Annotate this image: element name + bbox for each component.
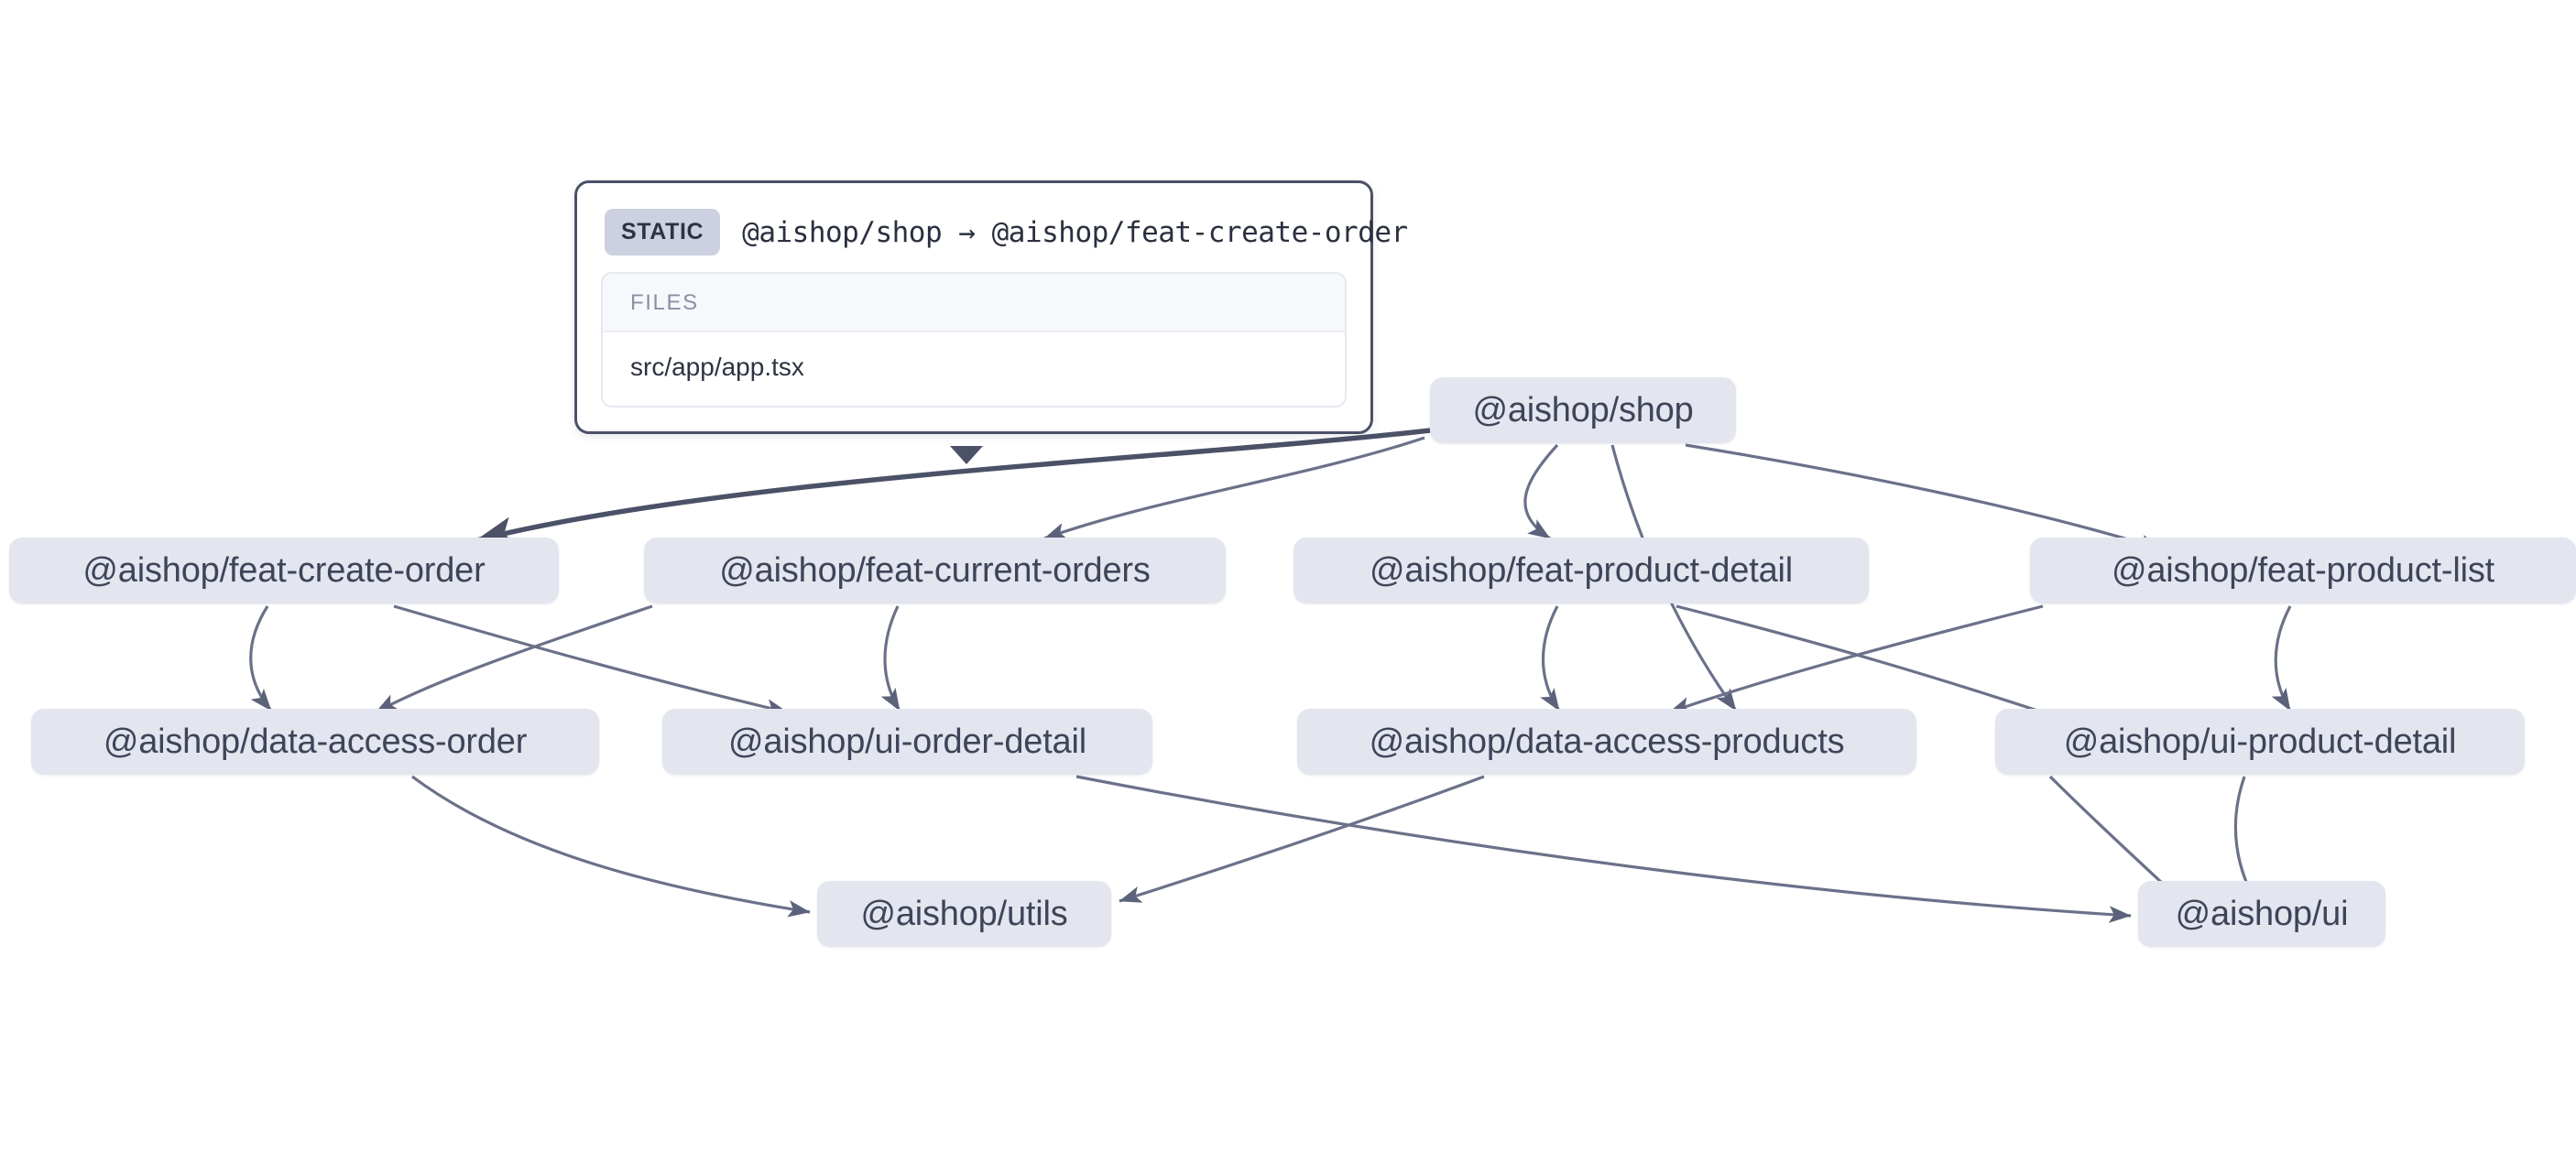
edge-detail-tooltip[interactable]: STATIC @aishop/shop → @aishop/feat-creat… xyxy=(574,180,1408,434)
graph-node-ui[interactable]: @aishop/ui xyxy=(2138,881,2385,947)
node-label: @aishop/feat-product-detail xyxy=(1370,550,1793,590)
graph-node-ui-product-detail[interactable]: @aishop/ui-product-detail xyxy=(1995,709,2525,775)
node-label: @aishop/shop xyxy=(1472,390,1694,429)
edge-feat-current-orders-to-data-access-order xyxy=(375,604,653,714)
edge-shop-to-feat-product-detail xyxy=(1523,443,1559,540)
edge-ui-order-detail-to-ui xyxy=(1075,775,2132,923)
node-label: @aishop/feat-create-order xyxy=(82,550,486,590)
graph-node-utils[interactable]: @aishop/utils xyxy=(817,881,1111,947)
node-label: @aishop/data-access-order xyxy=(103,722,528,761)
graph-node-data-access-products[interactable]: @aishop/data-access-products xyxy=(1297,709,1916,775)
edge-data-access-products-to-utils xyxy=(1119,775,1485,903)
edge-feat-product-list-to-data-access-products xyxy=(1668,604,2044,714)
node-label: @aishop/feat-product-list xyxy=(2112,550,2494,590)
edge-feat-create-order-to-ui-order-detail xyxy=(393,604,789,716)
node-label: @aishop/utils xyxy=(860,894,1068,933)
graph-node-feat-create-order[interactable]: @aishop/feat-create-order xyxy=(9,538,559,603)
edge-shop-to-feat-product-list xyxy=(1685,443,2163,551)
edge-feat-current-orders-to-ui-order-detail xyxy=(880,605,901,712)
edge-data-access-order-to-utils xyxy=(411,775,811,918)
files-panel: FILES src/app/app.tsx xyxy=(601,272,1347,408)
graph-node-feat-product-list[interactable]: @aishop/feat-product-list xyxy=(2030,538,2576,603)
edge-feat-product-detail-to-data-access-products xyxy=(1540,605,1561,712)
node-label: @aishop/ui xyxy=(2175,894,2349,933)
edge-feat-create-order-to-data-access-order xyxy=(249,605,273,712)
graph-node-feat-current-orders[interactable]: @aishop/feat-current-orders xyxy=(644,538,1226,603)
edge-feat-product-list-to-ui-product-detail xyxy=(2271,605,2292,712)
graph-node-feat-product-detail[interactable]: @aishop/feat-product-detail xyxy=(1293,538,1869,603)
graph-node-data-access-order[interactable]: @aishop/data-access-order xyxy=(31,709,599,775)
node-label: @aishop/ui-product-detail xyxy=(2063,722,2457,761)
node-label: @aishop/ui-order-detail xyxy=(728,722,1086,761)
tooltip-header: STATIC @aishop/shop → @aishop/feat-creat… xyxy=(601,203,1408,272)
edge-shop-to-feat-current-orders xyxy=(1043,436,1425,540)
tooltip-title: @aishop/shop → @aishop/feat-create-order xyxy=(742,215,1408,249)
graph-node-ui-order-detail[interactable]: @aishop/ui-order-detail xyxy=(662,709,1152,775)
node-label: @aishop/feat-current-orders xyxy=(719,550,1151,590)
static-badge: STATIC xyxy=(605,209,721,255)
file-list-item[interactable]: src/app/app.tsx xyxy=(630,353,804,381)
tooltip-pointer-icon xyxy=(950,446,983,464)
node-label: @aishop/data-access-products xyxy=(1369,722,1845,761)
files-header-label: FILES xyxy=(603,274,1345,332)
graph-node-shop[interactable]: @aishop/shop xyxy=(1430,377,1736,443)
